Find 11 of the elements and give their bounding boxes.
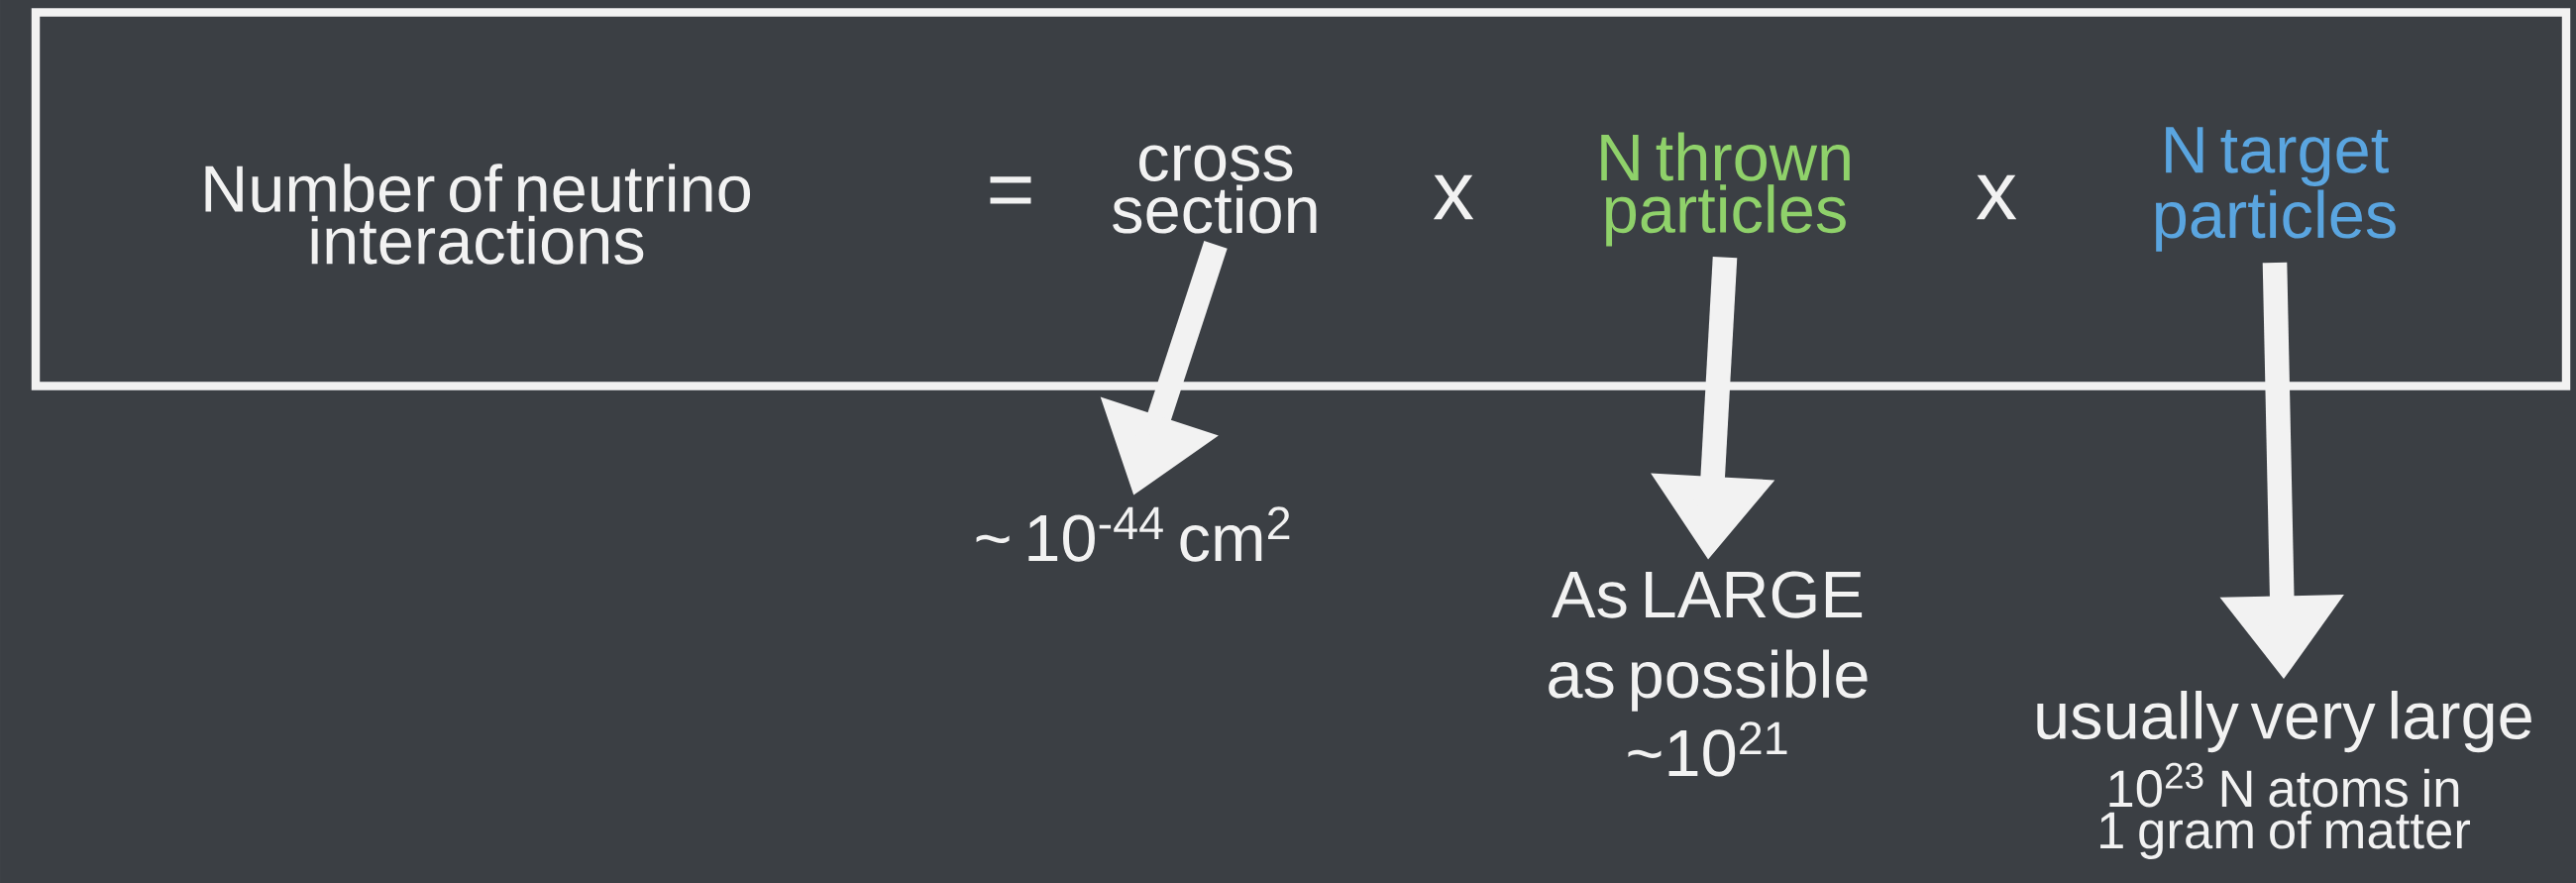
equation-term: cross section <box>1113 145 1317 234</box>
operator-sign: x <box>1433 174 1474 220</box>
frame-box <box>31 8 2571 390</box>
equation-term: N target particles <box>2156 127 2396 252</box>
equation-term: ~ 10$^{-44}$ cm$^{2}$ <box>976 506 1290 562</box>
equation-term: N thrown particles <box>1601 132 1850 247</box>
operator-sign: = <box>990 176 1031 204</box>
equation-term: usually very large 10$^{23}$ N atoms in 1 gram of matter <box>2037 690 2531 859</box>
equation-term: Number of neutrino interactions <box>205 164 751 265</box>
equation-term: As LARGE as possible ~10$^{21}$ <box>1549 571 1868 777</box>
operator-sign: x <box>1976 174 2017 220</box>
